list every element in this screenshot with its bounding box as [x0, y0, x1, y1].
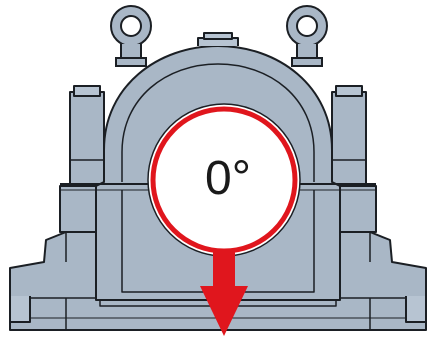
- right-eye-bolt: [287, 6, 327, 66]
- left-eye-bolt: [111, 6, 151, 66]
- load-angle-label: 0°: [205, 152, 251, 205]
